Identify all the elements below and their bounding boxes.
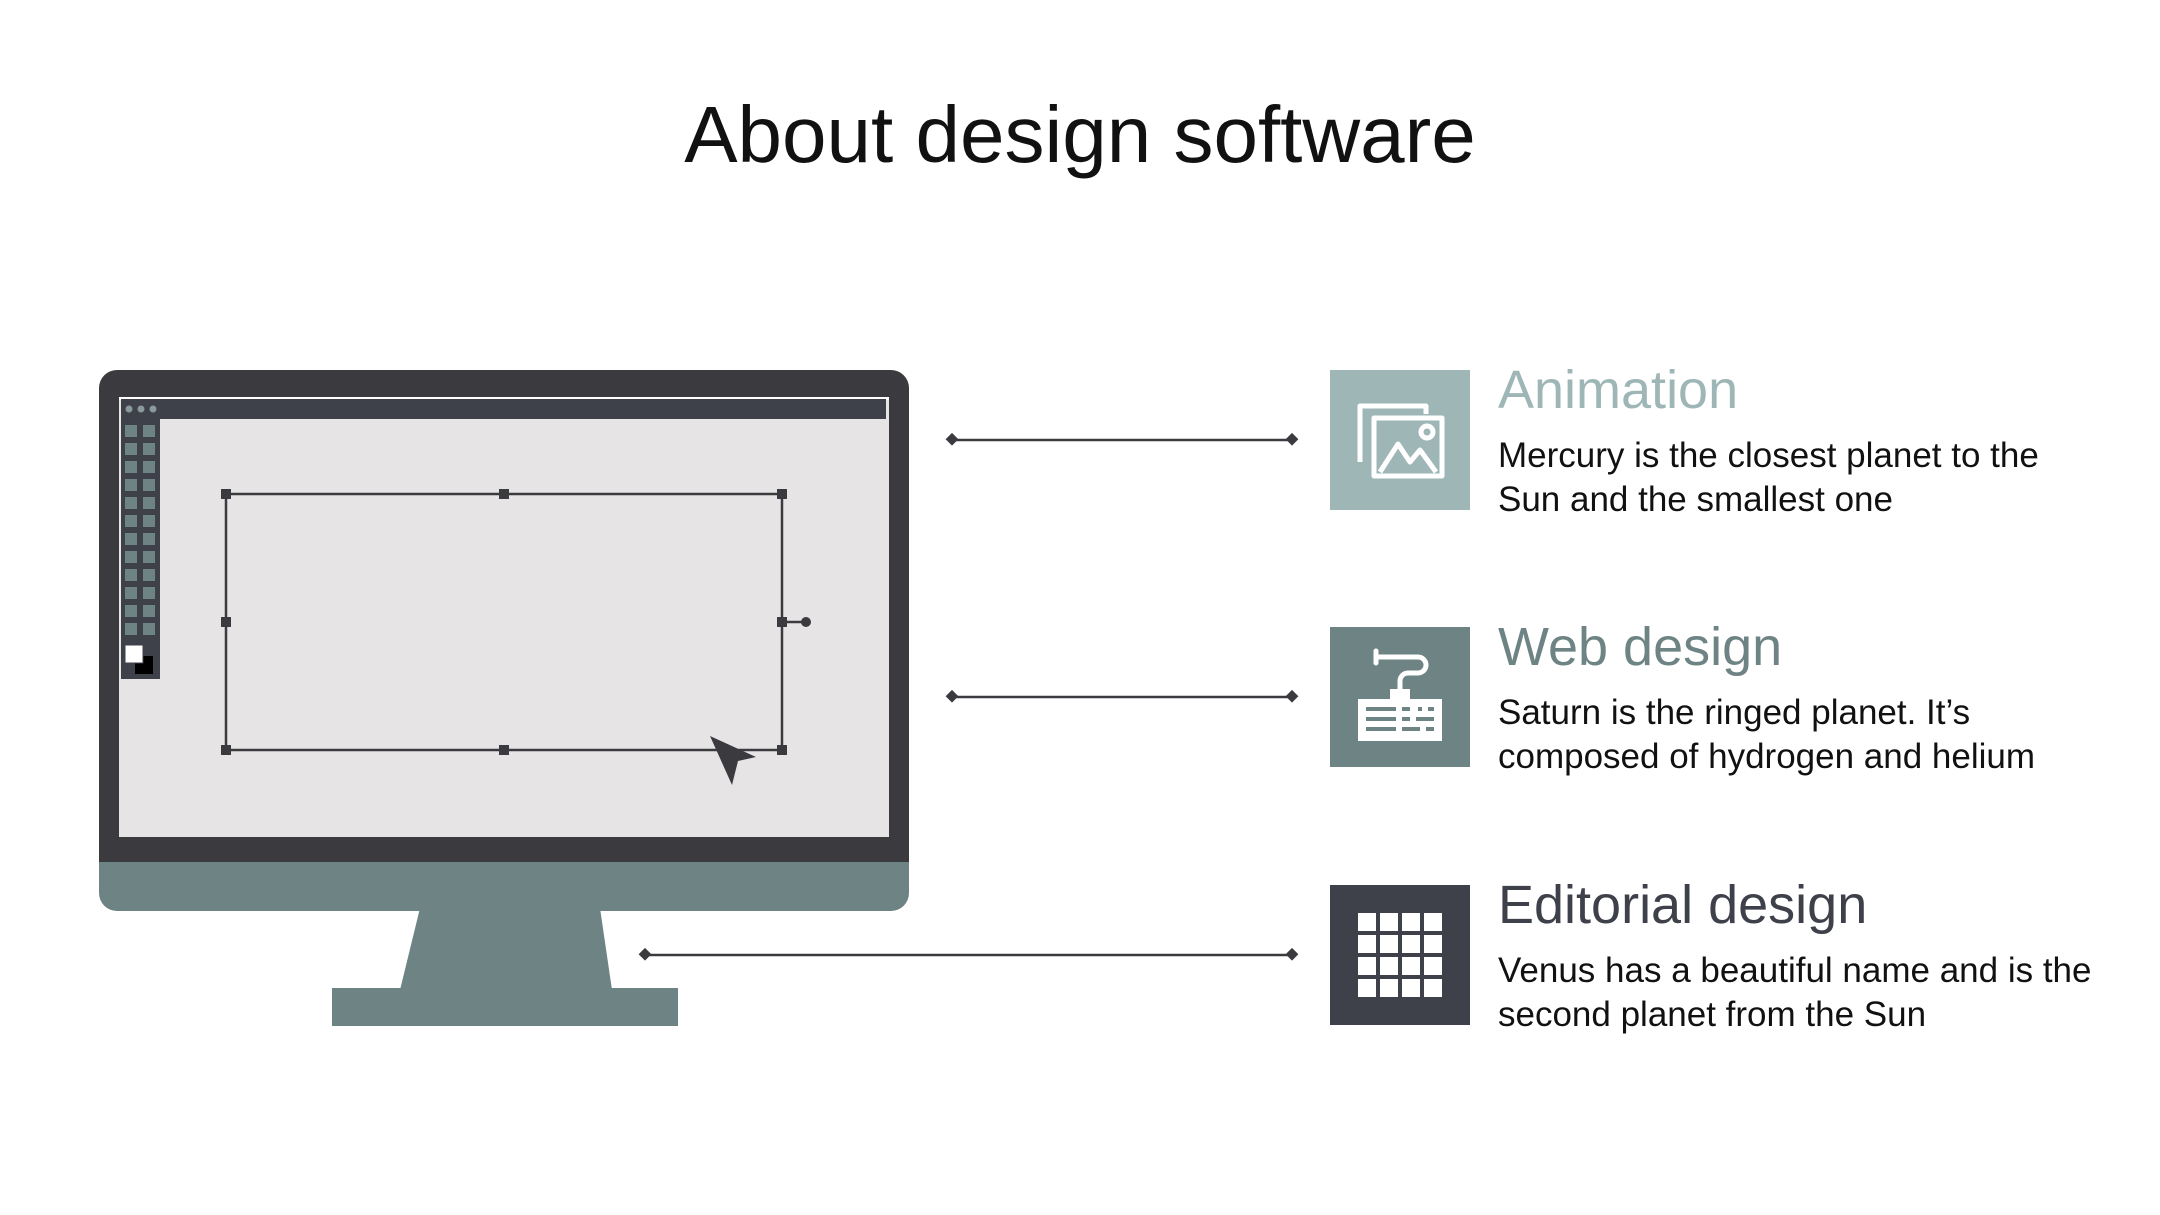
app-toolbox [121,419,160,679]
grid-cell [1380,913,1398,931]
connector-line-animation [945,432,1299,446]
tool-square [143,569,155,581]
tool-square [125,515,137,527]
grid-cell [1424,935,1442,953]
window-dot [137,405,145,413]
tool-square [143,443,155,455]
connector-line-web-design [945,689,1299,703]
tool-square [125,479,137,491]
grid-cell [1358,913,1376,931]
tool-square [125,569,137,581]
connector-line-editorial-design [638,947,1299,961]
grid-cell [1380,935,1398,953]
grid-cell [1424,979,1442,997]
tool-square [125,425,137,437]
grid-cell [1358,935,1376,953]
grid-cell [1424,957,1442,975]
grid-layout-icon [1330,885,1470,1025]
app-title-bar [121,399,886,419]
tool-square [143,461,155,473]
window-dot [149,405,157,413]
tool-square [125,551,137,563]
item-description: Venus has a beautiful name and is the se… [1498,951,2092,1034]
page-title: About design software [684,90,1476,179]
tool-square [125,533,137,545]
tool-square [143,515,155,527]
color-swatch-white [124,644,144,664]
item-title: Web design [1498,617,1783,677]
grid-cell [1402,957,1420,975]
tool-square [143,551,155,563]
tool-square [125,461,137,473]
window-dot [125,405,133,413]
grid-cell [1380,957,1398,975]
grid-cell [1402,913,1420,931]
grid-cell [1358,957,1376,975]
rotate-handle [801,617,811,627]
grid-cell [1424,913,1442,931]
item-description: Mercury is the closest planet to the Sun… [1498,436,2039,519]
item-description: Saturn is the ringed planet. It’s compos… [1498,693,2036,776]
grid-cell [1402,979,1420,997]
tool-square [125,497,137,509]
keyboard-icon [1330,627,1470,767]
tool-square [143,479,155,491]
tool-square [125,587,137,599]
tool-square [143,533,155,545]
app-window-frame [119,397,889,400]
monitor-stand-neck [400,908,612,990]
item-title: Editorial design [1498,875,1868,935]
tool-square [125,605,137,617]
monitor-chin [99,862,909,911]
tool-square [143,425,155,437]
tool-square [143,587,155,599]
grid-cell [1358,979,1376,997]
cursor-arrow-icon [710,736,756,785]
tool-square [143,605,155,617]
image-gallery-icon [1330,370,1470,510]
grid-cell [1380,979,1398,997]
tool-square [143,497,155,509]
monitor-screen [119,397,889,837]
tool-square [125,623,137,635]
toolbox-tools [125,425,155,635]
monitor-stand-base [332,988,678,1026]
tool-square [125,443,137,455]
item-title: Animation [1498,360,1739,420]
tool-square [143,623,155,635]
grid-cell [1402,935,1420,953]
